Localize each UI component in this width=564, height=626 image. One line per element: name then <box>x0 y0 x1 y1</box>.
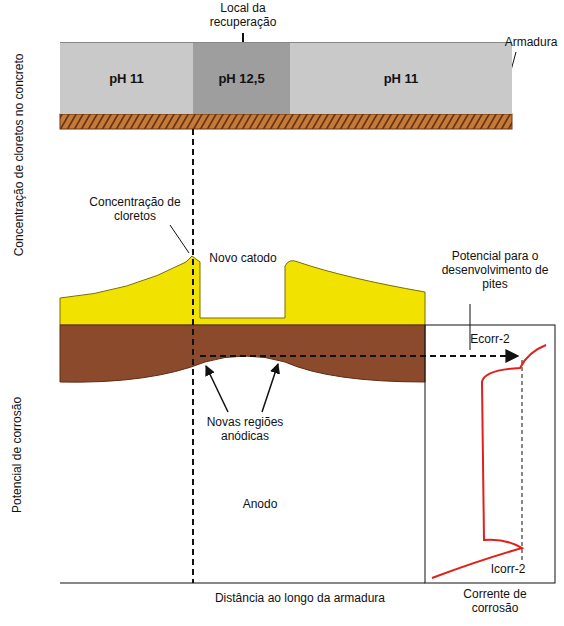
polarization-curve <box>432 345 546 578</box>
callout-label: Potencial para o desenvolvimento de pite… <box>430 250 560 291</box>
zone-label: pH 12,5 <box>218 71 264 86</box>
dashed-arrow <box>200 355 518 357</box>
leader-line <box>170 225 189 253</box>
axis-label: Distância ao longo da armadura <box>180 592 420 606</box>
dashed-line <box>192 129 194 583</box>
concrete-zone: pH 12,5 <box>193 42 290 114</box>
value-label: Ecorr-2 <box>462 333 518 347</box>
zone-label: pH 11 <box>109 71 144 86</box>
region-label: Anodo <box>225 498 295 512</box>
concrete-zone: pH 11 <box>290 42 512 114</box>
axis-label: Corrente de corrosão <box>445 588 545 616</box>
callout-label: Concentração de cloretos <box>80 196 190 224</box>
value-label: Icorr-2 <box>478 563 538 577</box>
concrete-zone: pH 11 <box>60 42 193 114</box>
rebar <box>60 114 512 129</box>
dashed-line <box>522 360 523 562</box>
chloride-profile <box>60 256 425 325</box>
arrow <box>206 366 228 412</box>
axis-label: Potencial de corrosão <box>11 365 25 545</box>
location-label: Local da recuperação <box>193 2 293 30</box>
axis-line <box>60 583 425 584</box>
region-label: Novo catodo <box>203 252 283 266</box>
axis-label: Concentração de cloretos no concreto <box>13 35 27 275</box>
zone-label: pH 11 <box>384 71 419 86</box>
polarization-box <box>425 325 555 583</box>
arrow <box>262 364 278 412</box>
part-label: Armadura <box>500 36 562 50</box>
callout-label: Novas regiões anódicas <box>195 416 295 444</box>
potential-band <box>60 325 425 382</box>
